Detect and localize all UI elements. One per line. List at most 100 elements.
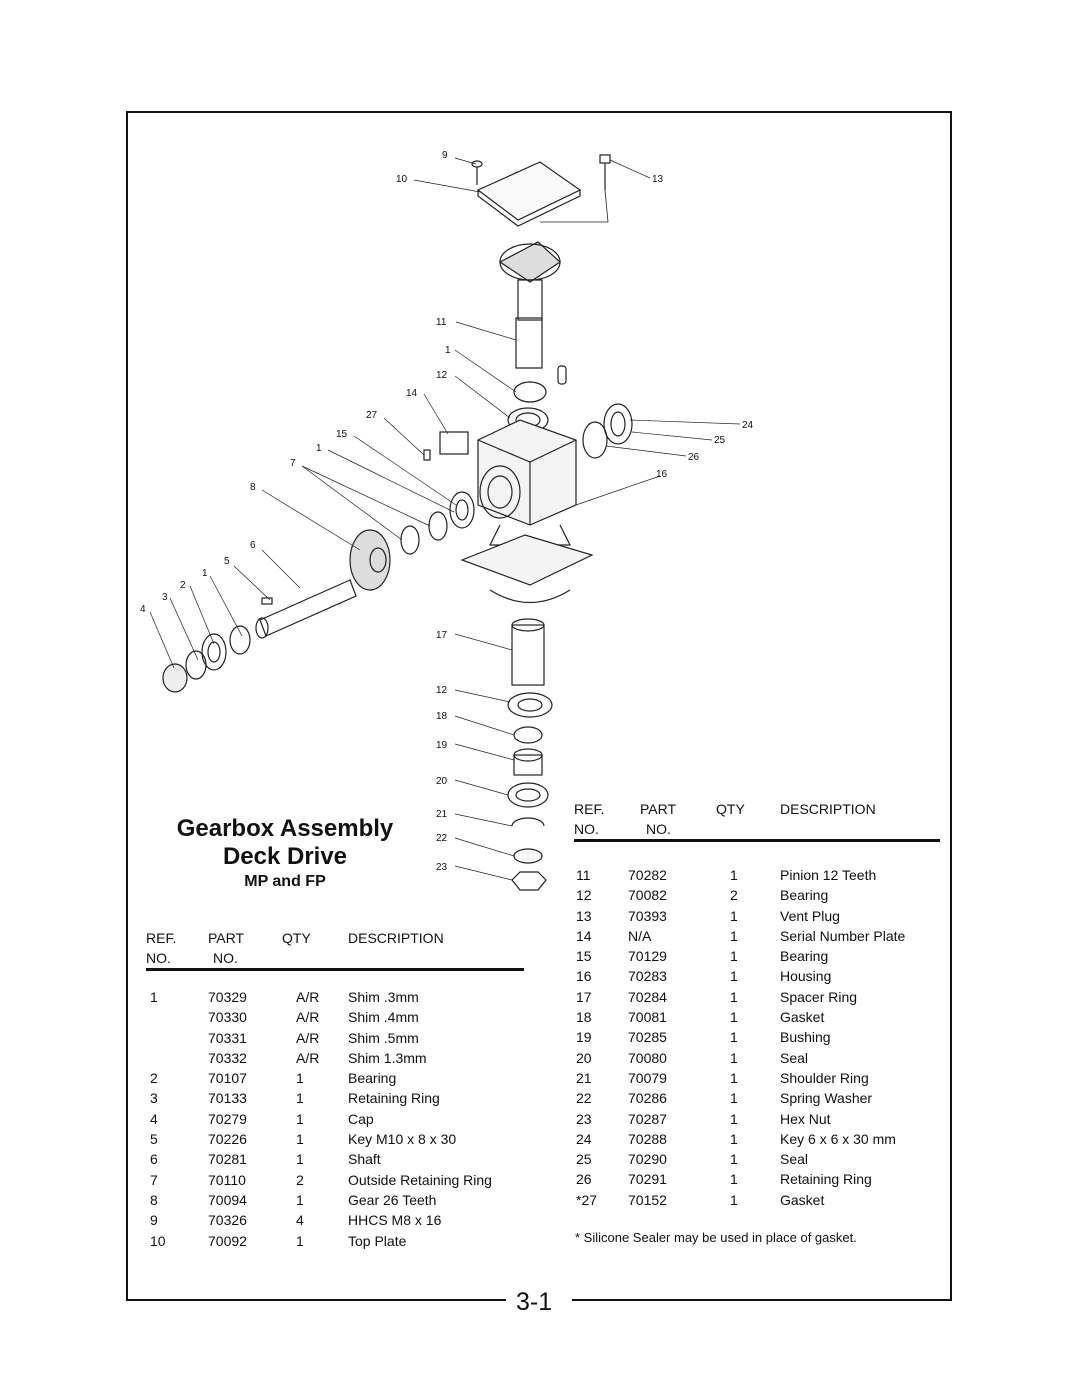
cell-part: 70288 — [628, 1130, 667, 1147]
cell-ref: 14 — [576, 927, 592, 944]
cell-desc: Shim 1.3mm — [348, 1049, 427, 1066]
cell-desc: Housing — [780, 968, 832, 985]
bearing-15 — [449, 491, 475, 529]
cell-part: 70393 — [628, 907, 667, 924]
cell-qty: 1 — [730, 1191, 738, 1208]
table-rule — [574, 839, 940, 842]
callout-label: 26 — [688, 452, 700, 463]
callout-label: 25 — [714, 435, 726, 446]
cell-qty: 1 — [296, 1131, 304, 1148]
header-ref: REF. — [146, 930, 177, 946]
seal-20 — [507, 782, 549, 808]
cell-ref: 10 — [150, 1232, 166, 1249]
cell-part: 70082 — [628, 887, 667, 904]
cap-4 — [162, 663, 188, 693]
callout-label: 13 — [652, 174, 664, 185]
bushing-19 — [513, 748, 543, 776]
cell-qty: A/R — [296, 989, 320, 1005]
cell-qty: A/R — [296, 1049, 320, 1066]
callout-label: 4 — [140, 604, 146, 615]
header-no: NO. — [574, 821, 599, 837]
cell-desc: Spring Washer — [780, 1090, 873, 1107]
cell-ref: 7 — [150, 1171, 158, 1188]
cell-part: 70287 — [628, 1110, 667, 1127]
cell-part: 70283 — [628, 968, 667, 985]
callout-label: 12 — [436, 370, 448, 381]
cell-ref: *27 — [576, 1191, 598, 1208]
cell-desc: Retaining Ring — [780, 1171, 872, 1188]
cell-desc: Retaining Ring — [348, 1090, 440, 1107]
key-5 — [261, 597, 273, 605]
cell-qty: 1 — [730, 1130, 738, 1147]
callout-label: 1 — [316, 443, 322, 454]
cell-part: 70326 — [208, 1212, 247, 1229]
cell-part: 70332 — [208, 1049, 247, 1066]
cell-ref: 1 — [150, 989, 158, 1005]
cell-part: 70094 — [208, 1191, 247, 1208]
title-line-1: Gearbox Assembly — [176, 815, 394, 842]
cell-ref: 15 — [576, 948, 592, 965]
callout-label: 15 — [336, 429, 348, 440]
retaining-ring-26 — [582, 421, 608, 459]
cell-qty: 1 — [730, 1151, 738, 1168]
cell-desc: Serial Number Plate — [780, 927, 906, 944]
cell-desc: Bushing — [780, 1029, 831, 1046]
shim-lower — [229, 625, 251, 655]
spring-washer-22 — [513, 848, 543, 864]
cell-ref: 16 — [576, 968, 592, 985]
cell-ref: 17 — [576, 988, 592, 1005]
callout-label: 19 — [436, 740, 448, 751]
cell-desc: Bearing — [348, 1070, 397, 1087]
cell-qty: 1 — [730, 1029, 738, 1046]
callout-label: 24 — [742, 420, 754, 431]
bottom-rule-right — [572, 1299, 952, 1301]
cell-ref: 11 — [576, 867, 591, 883]
cell-ref: 18 — [576, 1009, 592, 1026]
header-part: PART — [640, 801, 677, 817]
cell-ref: 5 — [150, 1131, 158, 1148]
callout-label: 14 — [406, 388, 418, 399]
cell-ref: 25 — [576, 1151, 592, 1168]
vent-plug — [540, 154, 611, 223]
cell-part: 70290 — [628, 1151, 667, 1168]
cell-qty: 1 — [730, 1049, 738, 1066]
callout-label: 20 — [436, 776, 448, 787]
cell-part: 70331 — [208, 1029, 247, 1046]
cell-part: 70329 — [208, 989, 247, 1005]
leader-lines — [149, 157, 741, 881]
cell-qty: 1 — [296, 1151, 304, 1168]
cell-desc: Shim .3mm — [348, 989, 419, 1005]
callout-label: 9 — [442, 150, 448, 161]
bearing-12-lower — [507, 692, 553, 718]
cell-desc: Top Plate — [348, 1232, 407, 1249]
table-row: 70332 A/R Shim 1.3mm — [146, 1048, 524, 1068]
callout-label: 22 — [436, 833, 448, 844]
cell-ref: 13 — [576, 907, 592, 924]
table-row: 13 70393 1 Vent Plug — [574, 906, 940, 926]
header-part-no: NO. — [213, 950, 238, 966]
page-frame — [126, 111, 952, 1301]
cell-part: 70133 — [208, 1090, 247, 1107]
cell-desc: Seal — [780, 1151, 809, 1168]
callout-label: 16 — [656, 469, 668, 480]
cell-desc: Shaft — [348, 1151, 381, 1168]
cell-part: 70110 — [208, 1171, 246, 1188]
seal-25 — [603, 403, 633, 445]
cell-ref: 23 — [576, 1110, 592, 1127]
cell-part: 70107 — [208, 1070, 247, 1087]
cell-part: 70080 — [628, 1049, 667, 1066]
cell-qty: 1 — [730, 907, 738, 924]
cell-desc: Vent Plug — [780, 907, 840, 924]
ring-7a — [428, 511, 448, 541]
